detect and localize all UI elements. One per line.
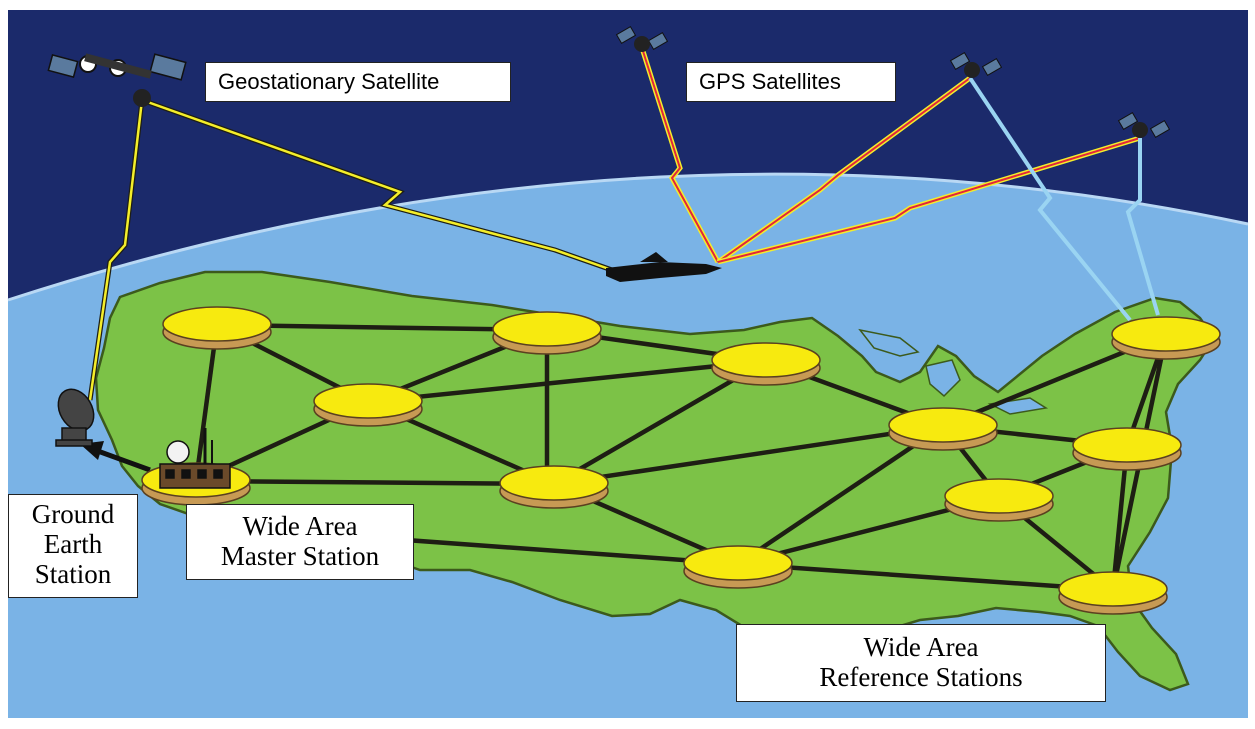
great-lakes — [858, 328, 1049, 415]
reference-station — [492, 311, 602, 355]
satellite-dish-icon — [55, 388, 95, 447]
geostationary-satellite-icon — [47, 53, 187, 107]
reference-station — [944, 478, 1054, 522]
reference-station — [888, 407, 998, 451]
ground-earth-station-label: Ground Earth Station — [8, 494, 138, 598]
wide-area-reference-stations-label: Wide Area Reference Stations — [736, 624, 1106, 702]
geostationary-signal-links — [87, 97, 613, 401]
ground-earth-station-line-3: Station — [34, 559, 112, 589]
satellite-icon — [949, 51, 1003, 78]
reference-station — [683, 545, 793, 589]
master-station-line-1: Wide Area — [242, 511, 358, 541]
airplane-icon — [606, 252, 722, 282]
reference-stations-line-1: Wide Area — [863, 632, 979, 662]
reference-station — [1072, 427, 1182, 471]
satellite-icon — [1117, 111, 1171, 139]
satellite-icon — [615, 25, 669, 52]
gps-satellites-text: GPS Satellites — [699, 69, 841, 94]
ground-earth-station-line-1: Ground — [31, 499, 115, 529]
geostationary-satellite-text: Geostationary Satellite — [218, 69, 440, 94]
reference-station — [162, 306, 272, 350]
gps-signal-links — [639, 47, 1160, 322]
reference-stations-line-2: Reference Stations — [819, 662, 1023, 692]
ground-earth-station-line-2: Earth — [43, 529, 103, 559]
geostationary-satellite-label: Geostationary Satellite — [205, 62, 511, 102]
reference-station — [1111, 316, 1221, 360]
reference-station — [1058, 571, 1168, 615]
reference-station — [711, 342, 821, 386]
reference-station — [313, 383, 423, 427]
building-icon — [159, 428, 231, 489]
wide-area-master-station-label: Wide Area Master Station — [186, 504, 414, 580]
gps-satellites-label: GPS Satellites — [686, 62, 896, 102]
master-station-line-2: Master Station — [220, 541, 380, 571]
earth-horizon — [7, 172, 1249, 302]
reference-station — [499, 465, 609, 509]
